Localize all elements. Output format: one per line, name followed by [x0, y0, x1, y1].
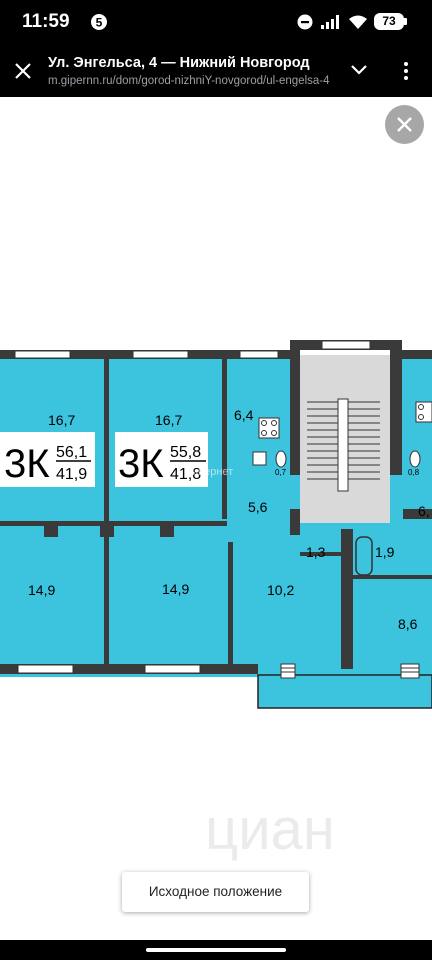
signal-icon — [321, 15, 339, 29]
room-area-label: 10,2 — [267, 582, 294, 598]
battery-icon: 73 — [374, 13, 404, 30]
close-icon — [397, 117, 412, 132]
more-options-icon[interactable] — [400, 60, 412, 82]
wifi-icon — [349, 15, 367, 29]
clock: 11:59 — [22, 11, 70, 32]
room-area-label: 16,7 — [155, 412, 182, 428]
room-area-label: 1,3 — [306, 544, 326, 560]
watermark-small: гипернет — [188, 466, 233, 478]
room-area-label: 14,9 — [28, 582, 55, 598]
watermark-large: циан — [205, 797, 335, 862]
flat2-total-area: 55,8 — [170, 444, 201, 461]
flat1-living-area: 41,9 — [56, 466, 87, 483]
flat2-rooms: 3К — [118, 442, 164, 486]
svg-text:5: 5 — [96, 16, 103, 30]
room-area-label: 1,9 — [375, 544, 395, 560]
page-url[interactable]: m.gipernn.ru/dom/gorod-nizhniY-novgorod/… — [48, 75, 330, 87]
flat1-rooms: 3К — [4, 442, 50, 486]
page-title: Ул. Энгельса, 4 — Нижний Новгород — [48, 55, 310, 71]
battery-tip — [404, 18, 407, 25]
battery-level: 73 — [382, 14, 396, 28]
do-not-disturb-icon — [297, 14, 313, 30]
close-tab-icon[interactable] — [12, 60, 34, 82]
room-area-label: 6,4 — [234, 407, 254, 423]
system-nav-bar — [0, 940, 432, 960]
room-area-label: 6, — [418, 503, 430, 519]
floor-plan: 3К 56,1 41,9 3К 55,8 41,8 16,7 16,7 6,4 … — [0, 340, 432, 862]
browser-toolbar: Ул. Энгельса, 4 — Нижний Новгород m.gipe… — [0, 44, 432, 97]
room-area-label: 8,6 — [398, 616, 418, 632]
close-viewer-button[interactable] — [385, 105, 424, 144]
status-bar: 11:59 5 73 — [0, 0, 432, 44]
app-notification-icon: 5 — [91, 14, 107, 30]
room-area-label: 0,8 — [408, 468, 420, 477]
chevron-down-icon[interactable] — [350, 64, 368, 76]
room-area-label: 0,7 — [275, 468, 287, 477]
room-area-label: 14,9 — [162, 581, 189, 597]
flat2-living-area: 41,8 — [170, 466, 201, 483]
gesture-handle[interactable] — [146, 948, 286, 952]
room-area-label: 16,7 — [48, 412, 75, 428]
flat1-total-area: 56,1 — [56, 444, 87, 461]
reset-position-button[interactable]: Исходное положение — [122, 872, 309, 912]
image-viewer[interactable]: 3К 56,1 41,9 3К 55,8 41,8 16,7 16,7 6,4 … — [0, 97, 432, 940]
room-area-label: 5,6 — [248, 499, 268, 515]
